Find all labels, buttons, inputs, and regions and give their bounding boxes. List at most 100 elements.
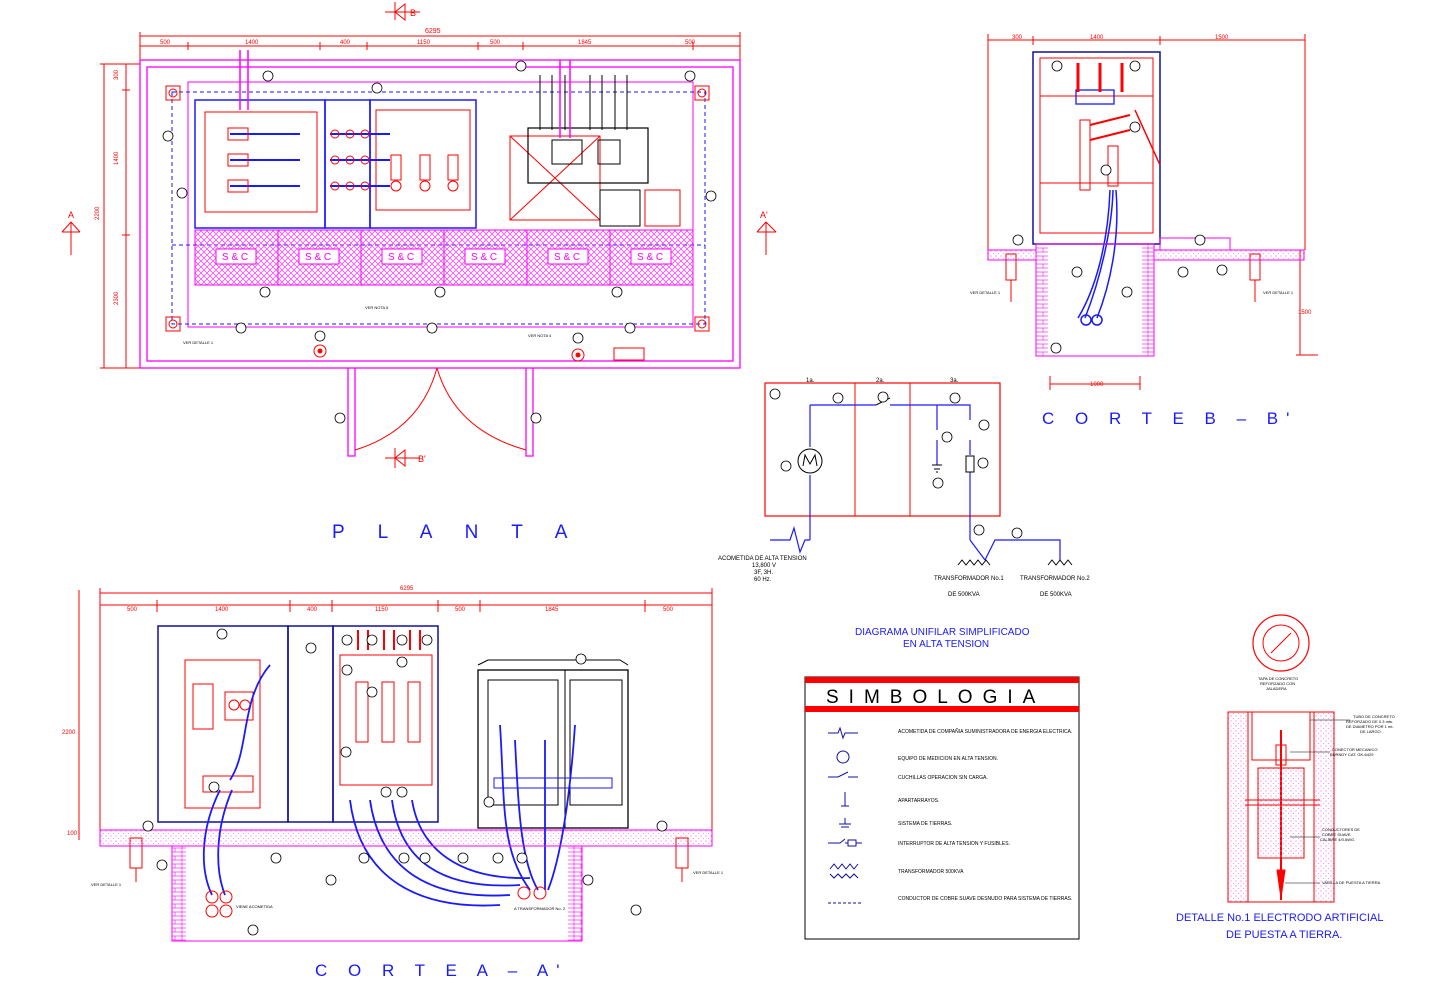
single-line-diagram: 1a. 2a. 3a. bbox=[718, 378, 1090, 650]
acometida-line-4: 60 Hz. bbox=[754, 577, 772, 583]
tubo-line-1: TUBO DE CONCRETO bbox=[1353, 714, 1395, 719]
aa-note-3: VIENE ACOMETIDA bbox=[236, 904, 273, 909]
aa-note-1: VER DETALLE 1 bbox=[91, 882, 122, 887]
aa-cabinets bbox=[157, 625, 439, 823]
planta-title: P L A N T A bbox=[332, 522, 581, 543]
planta-section-markers bbox=[61, 2, 777, 468]
trafo1-name: TRANSFORMADOR No.1 bbox=[934, 576, 1004, 582]
planta-view: 6295 500 1400 400 1150 500 1845 500 300 … bbox=[61, 2, 777, 543]
bb-dim-right: 1500 bbox=[1298, 310, 1312, 316]
corte-bb-view: 300 1400 1500 1000 1500 bbox=[970, 34, 1318, 428]
sc-label-6: S & C bbox=[637, 252, 663, 263]
aa-transformer bbox=[477, 659, 629, 829]
aa-electrodes bbox=[129, 837, 689, 882]
conductor-line-2: COBRE SUAVE bbox=[1322, 832, 1351, 837]
conector-line-1: CONECTOR MECANICO bbox=[1332, 747, 1377, 752]
aa-note-2: VER DETALLE 1 bbox=[693, 870, 724, 875]
bb-note-2: VER DETALLE 1 bbox=[1263, 290, 1294, 295]
legend-item-6: INTERRUPTOR DE ALTA TENSION Y FUSIBLES. bbox=[898, 841, 1010, 847]
corte-aa-view: 6295 500 1400 400 1150 500 1845 500 2200… bbox=[62, 586, 724, 980]
legend-item-5: SISTEMA DE TIERRAS. bbox=[898, 821, 952, 827]
aa-dim-3: 400 bbox=[307, 607, 318, 613]
corte-aa-dimensions bbox=[78, 588, 713, 840]
planta-switchgear bbox=[194, 99, 477, 229]
conector-line-2: BURNDY CAT. GK-6429 bbox=[1330, 752, 1374, 757]
corte-bb-trench bbox=[987, 237, 1305, 357]
planta-door bbox=[354, 367, 527, 451]
planta-dim-left-3: 2300 bbox=[114, 291, 120, 305]
detail-title-1: DETALLE No.1 ELECTRODO ARTIFICIAL bbox=[1176, 912, 1383, 924]
aa-dim-2: 1400 bbox=[215, 607, 229, 613]
planta-bottom-symbols bbox=[313, 344, 645, 362]
bb-dim-bottom: 1000 bbox=[1090, 382, 1104, 388]
aa-dim-7: 500 bbox=[663, 607, 674, 613]
aa-note-4: A TRANSFORMADOR No. 2 bbox=[514, 906, 566, 911]
acometida-line-1: ACOMETIDA DE ALTA TENSION bbox=[718, 556, 807, 562]
legend-title: SIMBOLOGIA bbox=[826, 687, 1045, 708]
aa-cables bbox=[202, 664, 576, 907]
aa-dim-4: 1150 bbox=[375, 607, 389, 613]
sc-label-5: S & C bbox=[554, 252, 580, 263]
planta-transformer bbox=[509, 75, 681, 227]
sc-label-3: S & C bbox=[388, 252, 414, 263]
planta-left-dimensions bbox=[100, 63, 140, 369]
legend-simbologia: SIMBOLOGIA ACOMETIDA DE COMPAÑIA SUMINIS… bbox=[804, 676, 1080, 940]
aa-dim-6: 1845 bbox=[545, 607, 559, 613]
planta-dim-1: 500 bbox=[160, 40, 171, 46]
aa-callouts bbox=[142, 628, 668, 936]
tubo-line-3: DE DIAMETRO POR 1 mt. bbox=[1346, 724, 1394, 729]
aa-ducts bbox=[205, 886, 547, 918]
planta-note-1: VER DETALLE 1 bbox=[183, 340, 214, 345]
planta-dim-5: 500 bbox=[490, 40, 501, 46]
bb-dim-1: 300 bbox=[1012, 35, 1023, 41]
tapa-line-3: JALADERA bbox=[1266, 686, 1287, 691]
legend-item-4: APARTARRAYOS. bbox=[898, 798, 939, 804]
corte-bb-cabinet bbox=[1032, 51, 1161, 245]
trafo2-name: TRANSFORMADOR No.2 bbox=[1020, 576, 1090, 582]
bb-note-1: VER DETALLE 1 bbox=[970, 290, 1001, 295]
varilla-label: VARILLA DE PUESTA A TIERRA bbox=[1322, 880, 1381, 885]
aa-dim-5: 500 bbox=[455, 607, 466, 613]
acometida-line-2: 13,800 V bbox=[752, 563, 776, 569]
sc-label-2: S & C bbox=[305, 252, 331, 263]
aa-dim-left-2: 100 bbox=[67, 831, 78, 837]
corte-aa-title: C O R T E A – A' bbox=[315, 961, 568, 980]
section-b-top: B bbox=[410, 8, 416, 18]
planta-corner-electrodes bbox=[165, 85, 710, 332]
bb-dim-2: 1400 bbox=[1090, 35, 1104, 41]
planta-sc-bays bbox=[194, 229, 694, 286]
legend-item-7: TRANSFORMADOR 500KVA bbox=[898, 869, 964, 875]
sc-label-4: S & C bbox=[471, 252, 497, 263]
bb-dim-3: 1500 bbox=[1215, 35, 1229, 41]
trafo2-rating: DE 500KVA bbox=[1040, 592, 1072, 598]
diagram-title-2: EN ALTA TENSION bbox=[903, 639, 989, 650]
trafo1-rating: DE 500KVA bbox=[948, 592, 980, 598]
planta-dim-2: 1400 bbox=[245, 40, 259, 46]
diagram-col-2: 2a. bbox=[876, 378, 885, 384]
planta-dim-6: 1845 bbox=[578, 40, 592, 46]
aa-trenches bbox=[171, 845, 583, 942]
planta-dim-4: 1150 bbox=[417, 40, 431, 46]
planta-dim-left-4: 2200 bbox=[95, 206, 101, 220]
diagram-wiring bbox=[770, 404, 1061, 561]
corte-bb-electrodes bbox=[1005, 253, 1261, 302]
section-b-bottom: B' bbox=[418, 454, 426, 464]
corte-bb-callouts bbox=[1012, 60, 1228, 354]
section-a-left: A bbox=[68, 210, 74, 220]
conductor-line-1: CONDUCTORES DE bbox=[1322, 827, 1360, 832]
planta-walls bbox=[139, 59, 741, 457]
planta-top-dimensions bbox=[139, 32, 741, 60]
legend-symbols bbox=[828, 726, 862, 904]
conductor-line-3: CALIBRE 4/0 AWG. bbox=[1320, 837, 1355, 842]
aa-dim-total: 6295 bbox=[400, 586, 414, 592]
section-a-right: A' bbox=[760, 210, 768, 220]
legend-item-8: CONDUCTOR DE COBRE SUAVE DESNUDO PARA SI… bbox=[898, 896, 1072, 902]
detail-leaders bbox=[1285, 719, 1350, 884]
tapa-line-1: TAPA DE CONCRETO bbox=[1258, 676, 1298, 681]
tubo-line-2: REFORZADO DE 0.3 mts. bbox=[1346, 719, 1393, 724]
corte-bb-dimensions bbox=[987, 34, 1318, 390]
detail-title-2: DE PUESTA A TIERRA. bbox=[1226, 929, 1342, 941]
aa-dim-1: 500 bbox=[127, 607, 138, 613]
diagram-col-1: 1a. bbox=[806, 378, 815, 384]
